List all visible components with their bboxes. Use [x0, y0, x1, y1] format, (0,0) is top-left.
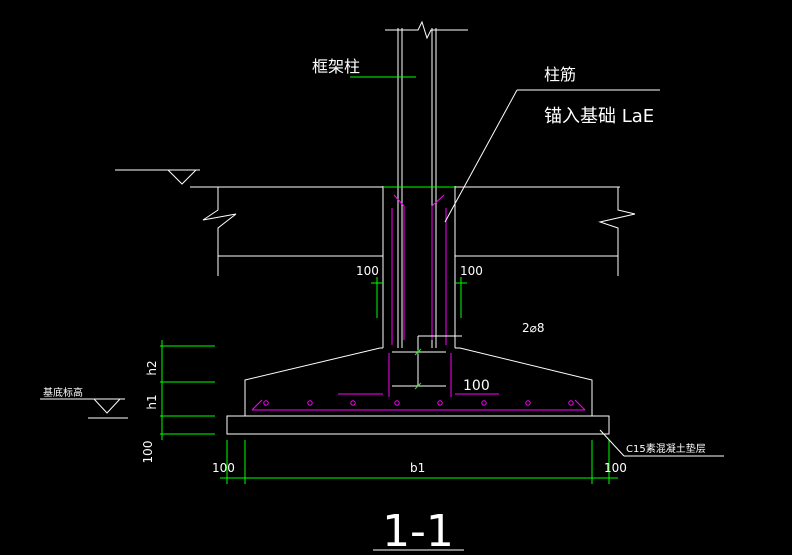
frame-column [382, 20, 468, 348]
section-title: 1-1 [382, 506, 454, 555]
dim-h1: h1 [145, 394, 159, 409]
cushion-layer [226, 415, 610, 435]
column-rebar-anchor-label: 锚入基础 LaE [544, 106, 654, 127]
dimension-lines [160, 76, 618, 484]
dim-cushion-thickness: 100 [141, 441, 155, 464]
stirrup-label: 2⌀8 [522, 321, 545, 335]
stirrup-spacing-label: 100 [463, 378, 490, 394]
dim-right-offset: 100 [460, 264, 483, 278]
rebar [251, 194, 586, 411]
footing [226, 347, 610, 435]
dim-left-offset: 100 [356, 264, 379, 278]
dim-h2: h2 [145, 360, 159, 375]
dim-bottom-left: 100 [212, 461, 235, 475]
stirrups [392, 335, 462, 387]
base-elevation-label: 基底标高 [43, 386, 83, 399]
dim-bottom-right: 100 [604, 461, 627, 475]
ground-level-symbol [115, 169, 200, 185]
cushion-label: C15素混凝土垫层 [626, 442, 706, 455]
dim-width: b1 [410, 461, 425, 475]
frame-column-label: 框架柱 [312, 57, 360, 76]
column-rebar-label: 柱筋 [544, 65, 576, 84]
ground-slab [190, 186, 636, 276]
leader-lines [40, 89, 724, 551]
